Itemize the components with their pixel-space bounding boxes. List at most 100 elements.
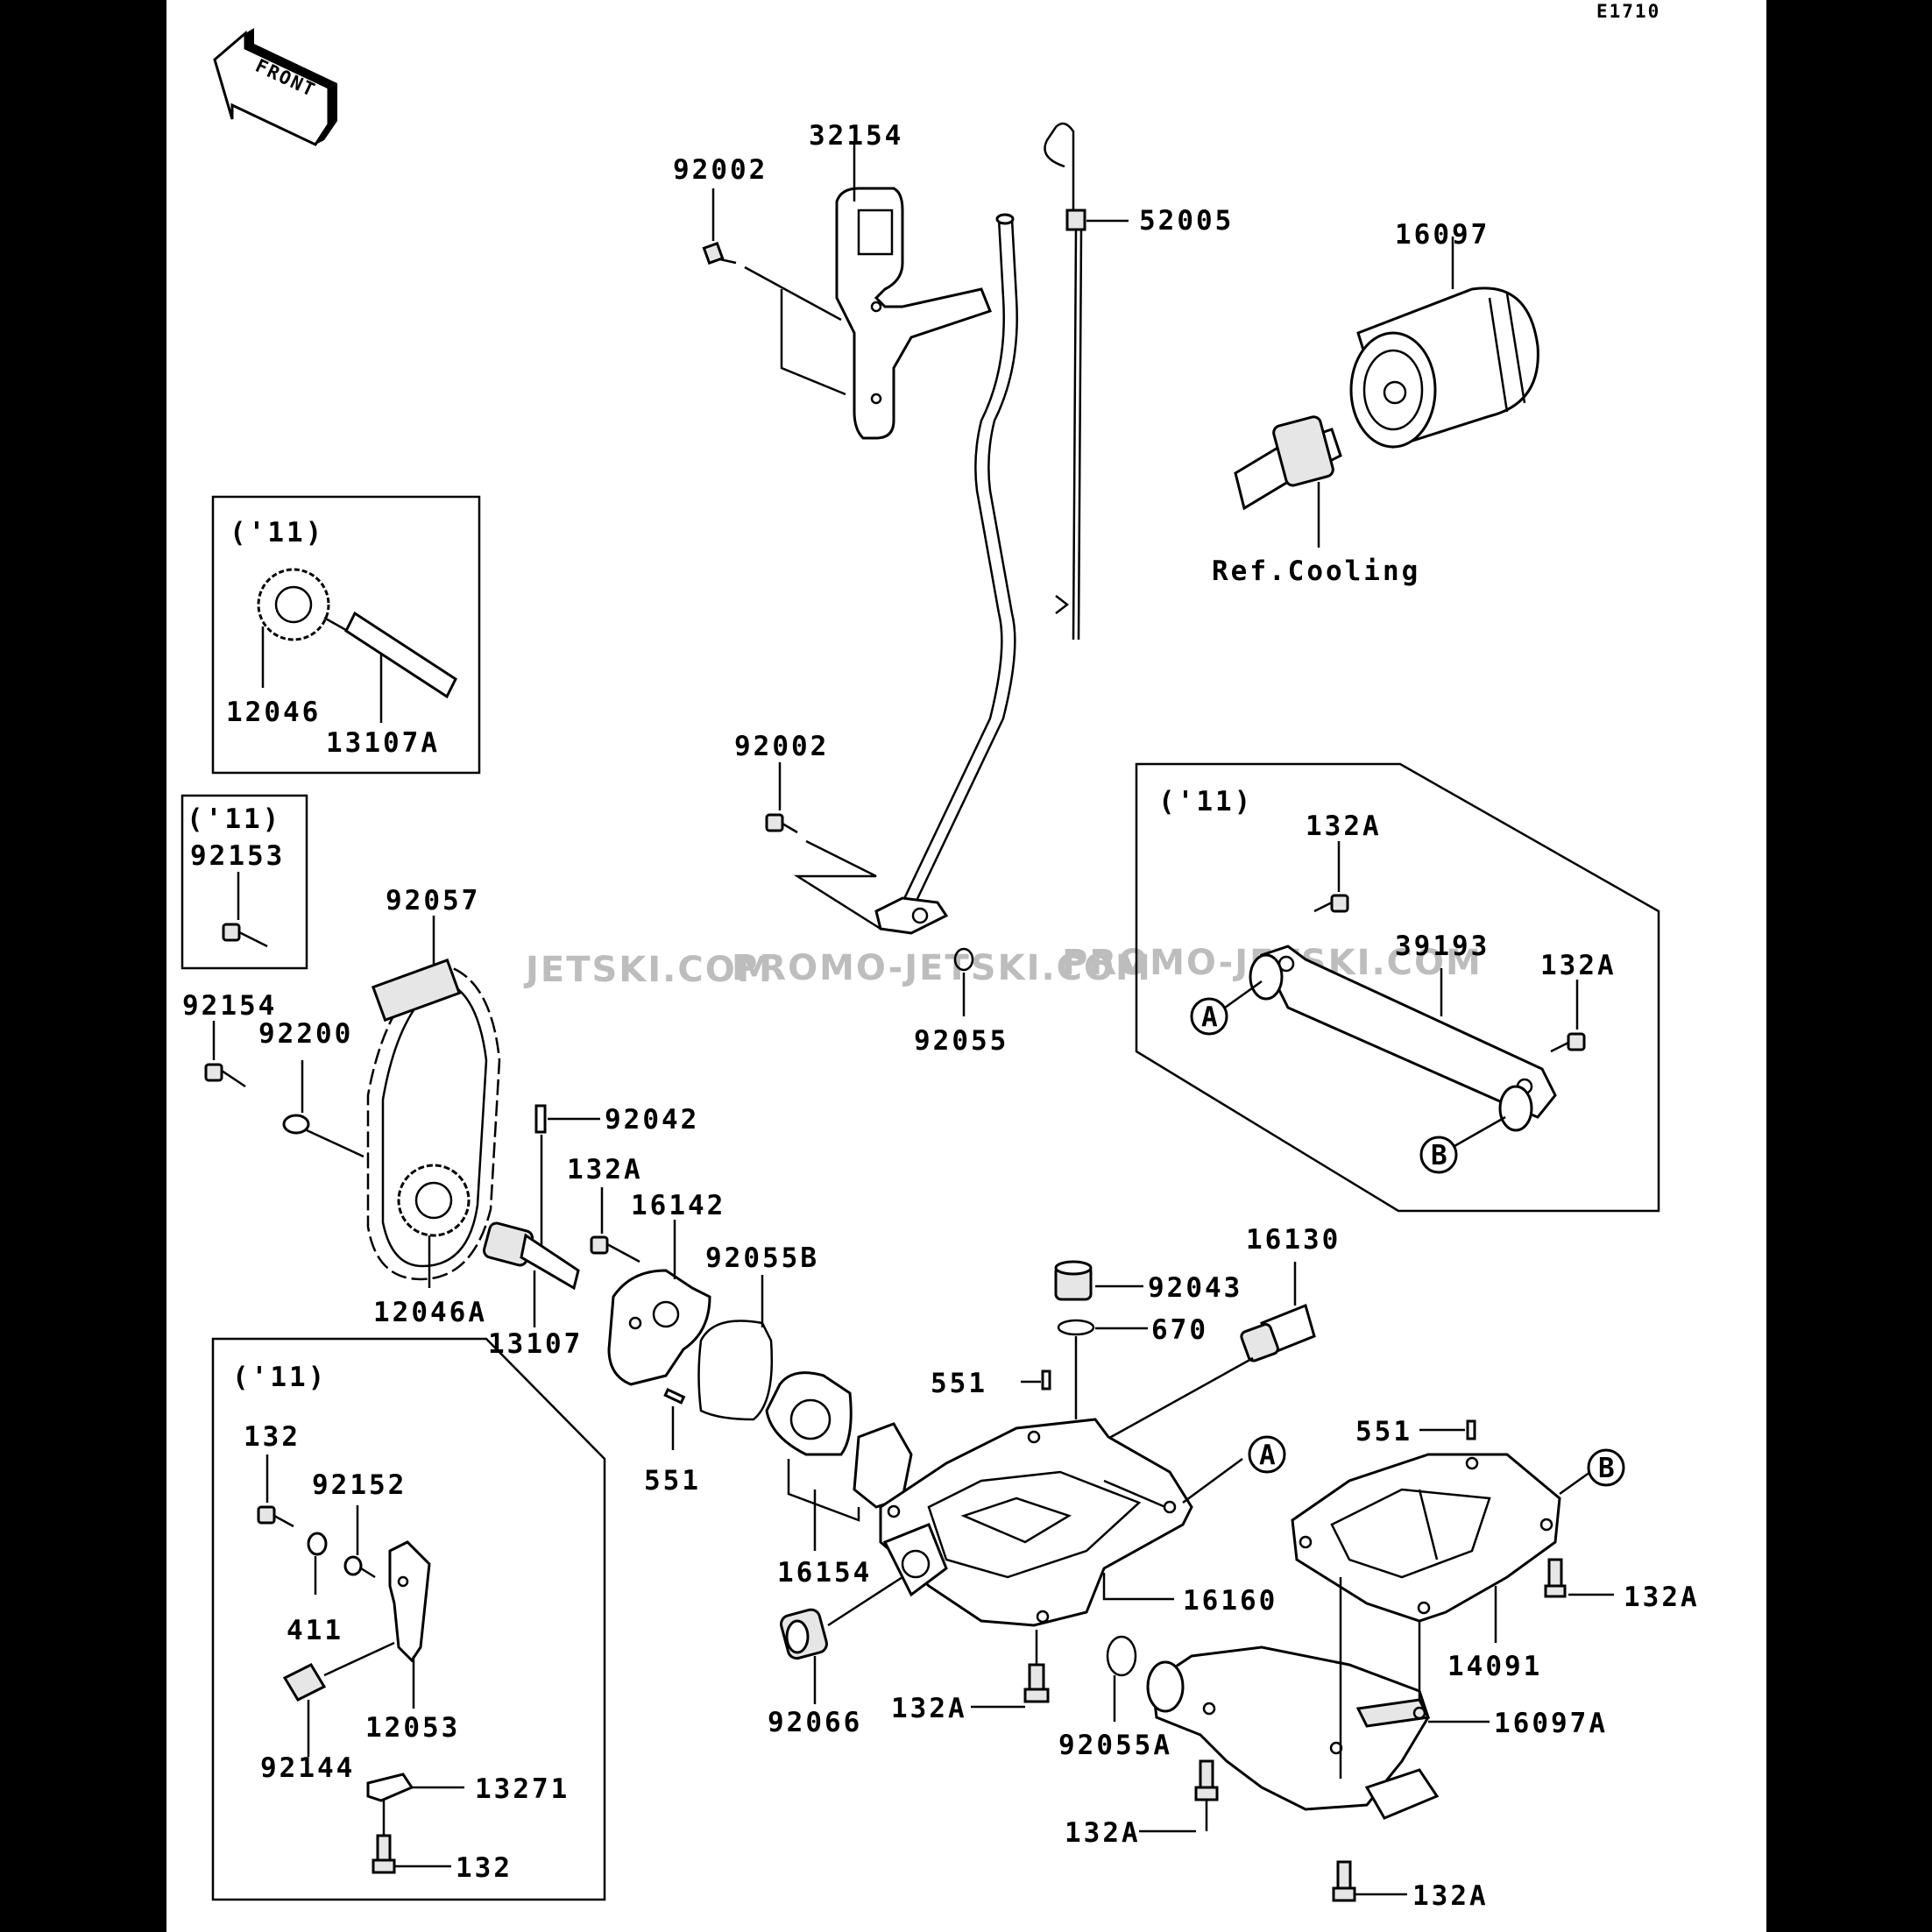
pin-551-right [1466,1419,1476,1440]
dipstick-tube-wall [914,218,1018,903]
part-label-13271: 13271 [475,1773,570,1805]
bolt-132A-pipe-right [1550,1032,1586,1053]
bolt-132A-pump [590,1235,640,1263]
dipstick-tube [901,218,1005,903]
bolt-132-a [257,1505,294,1528]
inset-gear-frame [211,495,481,775]
part-label-12053: 12053 [365,1712,460,1744]
bolt-92153 [222,872,268,948]
part-label-551-center: 551 [931,1368,987,1399]
bolt-92002-top [702,241,737,265]
washer-92200 [282,1114,364,1158]
parts-diagram-sheet: E1710 FRONT JETSKI.COM PROMO-JETSKI.COM … [166,0,1766,1932]
pin-551-pump [663,1388,686,1405]
part-label-92066: 92066 [768,1707,862,1738]
watermark-2: PROMO-JETSKI.COM [732,948,1152,988]
inset-tensioner-frame [211,1337,606,1901]
washer-411 [307,1532,328,1556]
part-label-12046A: 12046A [373,1297,487,1328]
part-label-92042: 92042 [605,1104,699,1136]
front-arrow-icon: FRONT [213,28,337,146]
collar-92152 [343,1555,376,1579]
part-label-132A-pipe-right: 132A [1540,950,1617,981]
pump-cover-16142 [607,1269,711,1386]
dipstick-bracket [835,187,992,440]
leader [744,265,842,322]
part-label-12046: 12046 [226,697,321,728]
pipe-39193 [1249,945,1557,1132]
tensioner-12053 [388,1540,431,1663]
inset-bolt-year: ('11) [187,803,281,835]
part-label-132A-bottom2: 132A [1412,1880,1489,1912]
oring-92055 [953,947,974,972]
strainer-16097A [1146,1645,1440,1820]
dipstick-tube-top [995,213,1015,225]
part-label-92002-top: 92002 [673,154,768,186]
part-label-670: 670 [1151,1314,1208,1346]
bolt-132A-under [1023,1663,1050,1703]
leader [1102,1573,1174,1601]
bolt-132A-bottom2 [1332,1860,1356,1902]
part-label-92043: 92043 [1148,1272,1242,1304]
leader [787,1459,860,1522]
spring-92144 [282,1641,395,1702]
part-label-32154: 32154 [809,120,903,152]
part-label-132A-under: 132A [891,1693,967,1724]
part-label-92153: 92153 [190,840,285,872]
gear-12046 [257,568,351,641]
leader [827,1575,903,1627]
part-label-132A-pump: 132A [567,1154,643,1185]
part-label-16097A: 16097A [1494,1708,1608,1739]
part-label-411: 411 [287,1615,343,1646]
part-label-92154: 92154 [182,990,277,1022]
part-label-132A-pipe-top: 132A [1306,810,1382,842]
sensor-16130 [1240,1303,1316,1362]
pump-body-16160 [879,1418,1193,1627]
collar-92043 [1054,1260,1093,1301]
part-label-132A-bottom1: 132A [1065,1817,1141,1849]
part-label-13107A: 13107A [326,727,440,759]
inset-bolt-frame [180,794,308,970]
oil-filter-16097 [1349,287,1539,449]
part-label-92055B: 92055B [705,1242,819,1274]
part-label-92144: 92144 [260,1752,355,1784]
leader [1094,1356,1254,1447]
filter-nipple [1234,415,1342,511]
callout-a-circle [1190,997,1228,1036]
plate-14091 [1291,1453,1561,1623]
part-label-13107: 13107 [488,1328,583,1360]
part-label-92002-mid: 92002 [734,731,829,762]
bolt-132-b [372,1834,396,1874]
bolt-132A-bottom1 [1194,1759,1219,1801]
callout-b-body-label: B [1598,1453,1617,1484]
part-label-92055: 92055 [914,1025,1008,1057]
part-label-92055A: 92055A [1058,1730,1172,1761]
part-label-39193: 39193 [1395,931,1490,962]
part-label-16130: 16130 [1246,1224,1341,1256]
leader [793,839,881,931]
part-labels: 32154 92002 52005 16097 Ref.Cooling ('11… [182,120,1700,1912]
dipstick-52005 [1044,122,1086,640]
inset-tensioner-year: ('11) [232,1362,327,1393]
diagram-code: E1710 [1596,1,1660,22]
leader [1454,1115,1506,1148]
oring-92055A [1106,1635,1137,1677]
part-label-92152: 92152 [312,1469,407,1501]
leader [1224,980,1263,1009]
part-label-16154: 16154 [777,1557,872,1589]
leader [1559,1470,1591,1496]
sprocket-12046A [397,1164,471,1237]
part-label-551-right: 551 [1355,1416,1412,1447]
callout-a-label: A [1201,1001,1221,1033]
oring-670 [1057,1319,1095,1336]
bolt-92002-mid [765,813,798,834]
callout-a-body-circle [1248,1435,1286,1474]
pin-92042 [534,1104,547,1134]
part-label-16097: 16097 [1395,219,1490,251]
leader [780,289,846,396]
shaft-13107 [482,1221,580,1291]
part-label-132A-right: 132A [1624,1582,1700,1613]
watermark-1: JETSKI.COM [523,950,774,990]
plate-13271 [366,1773,464,1802]
plug-92066 [780,1608,828,1660]
